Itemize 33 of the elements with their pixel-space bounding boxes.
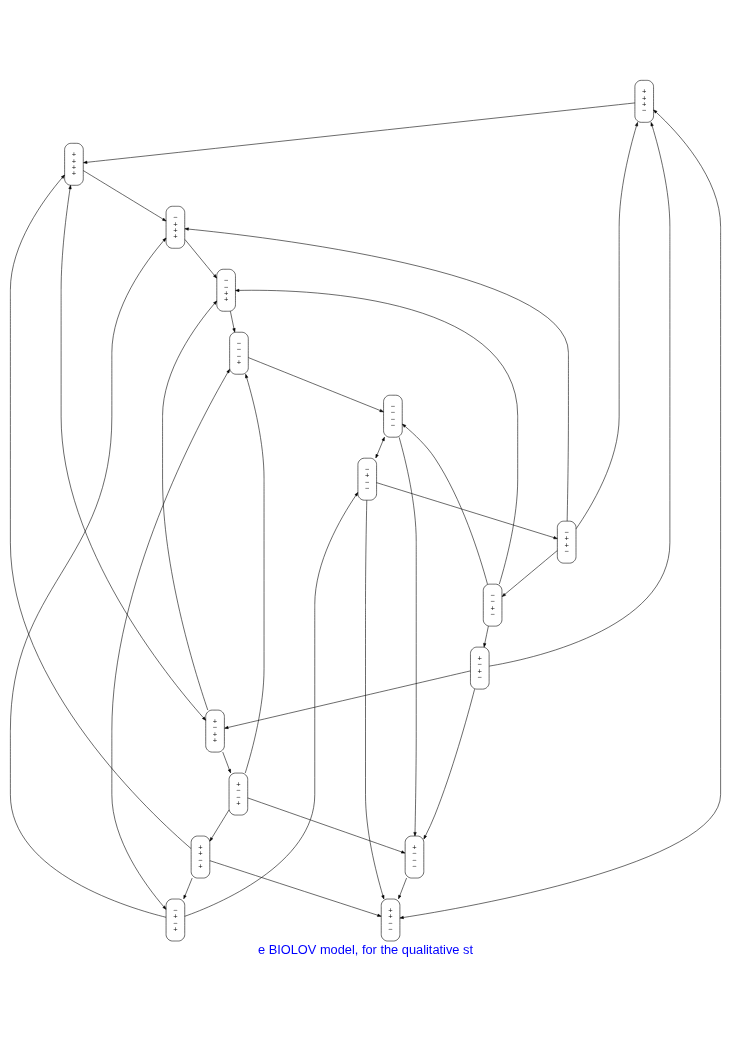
arrow xyxy=(488,122,671,667)
arrow xyxy=(10,237,167,918)
arrow xyxy=(235,288,518,585)
arrow xyxy=(209,860,382,917)
arrow xyxy=(184,239,217,279)
caption: e BIOLOV model, for the qualitative st xyxy=(257,941,474,957)
arrow xyxy=(184,227,569,522)
arrow xyxy=(230,310,236,333)
arrow xyxy=(399,109,721,919)
arrow xyxy=(222,751,231,774)
arrow xyxy=(83,170,167,222)
arrow xyxy=(575,122,638,530)
arrow xyxy=(365,500,385,900)
arrow xyxy=(247,797,406,854)
arrow xyxy=(376,482,558,540)
arrow xyxy=(501,550,558,597)
arrow xyxy=(209,809,230,842)
arrow xyxy=(183,877,193,900)
arrow xyxy=(423,688,475,840)
arrow xyxy=(398,877,407,900)
arrow xyxy=(224,670,471,729)
arrow xyxy=(10,174,192,849)
arrow xyxy=(184,492,359,917)
arrow xyxy=(111,369,230,910)
arrow xyxy=(162,300,218,711)
arrow xyxy=(248,357,384,413)
arrow xyxy=(60,185,206,721)
arrow xyxy=(402,423,488,585)
arrow xyxy=(483,625,489,648)
arrow xyxy=(375,436,385,459)
arrow xyxy=(83,102,636,164)
arrow xyxy=(398,437,417,837)
arrow xyxy=(244,374,265,774)
